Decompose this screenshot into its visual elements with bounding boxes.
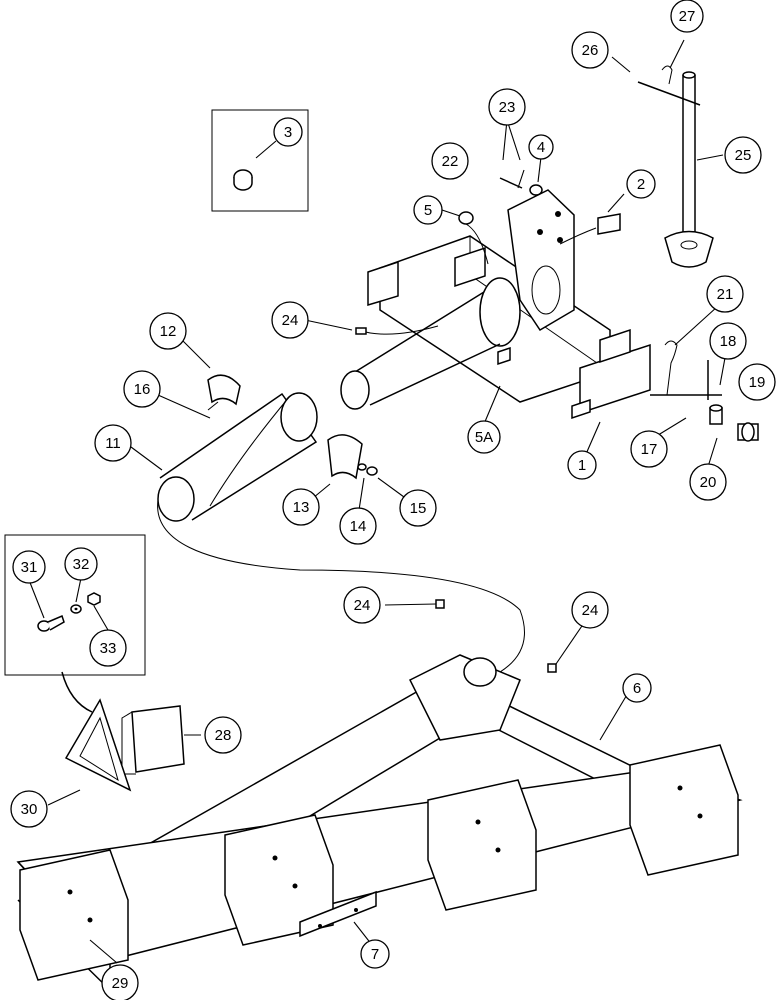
callout-25: 25	[724, 136, 762, 174]
callout-20: 20	[689, 463, 727, 501]
main-frame	[16, 599, 743, 991]
svg-text:5A: 5A	[475, 429, 493, 446]
svg-text:1: 1	[578, 457, 586, 474]
callout-24-top: 24	[271, 301, 309, 339]
callout-19: 19	[738, 363, 776, 401]
callout-14: 14	[339, 507, 377, 545]
svg-text:3: 3	[284, 124, 292, 141]
svg-text:19: 19	[749, 374, 766, 391]
svg-text:31: 31	[21, 559, 38, 576]
hitch-frame	[367, 177, 759, 442]
svg-text:4: 4	[537, 139, 545, 156]
leader-lines	[28, 39, 758, 964]
callout-15: 15	[399, 489, 437, 527]
svg-text:17: 17	[641, 441, 658, 458]
callout-2: 2	[626, 169, 656, 199]
callout-17: 17	[630, 430, 668, 468]
callout-5: 5	[413, 195, 443, 225]
svg-text:18: 18	[720, 333, 737, 350]
callout-7: 7	[360, 939, 390, 969]
svg-text:14: 14	[350, 518, 367, 535]
svg-text:5: 5	[424, 202, 432, 219]
callout-23: 23	[488, 88, 526, 126]
inset-box-hardware	[4, 534, 146, 676]
svg-text:24: 24	[582, 602, 599, 619]
callout-13: 13	[282, 488, 320, 526]
tongue-tube	[340, 291, 501, 410]
svg-text:26: 26	[582, 42, 599, 59]
callout-30: 30	[10, 790, 48, 828]
callout-12: 12	[149, 312, 187, 350]
svg-text:13: 13	[293, 499, 310, 516]
callout-29: 29	[101, 964, 139, 1000]
svg-text:29: 29	[112, 975, 129, 992]
callout-3: 3	[273, 117, 303, 147]
svg-text:16: 16	[134, 381, 151, 398]
callout-5a: 5A	[467, 420, 501, 454]
callout-6: 6	[622, 673, 652, 703]
callout-22: 22	[431, 142, 469, 180]
callout-18: 18	[709, 322, 747, 360]
callout-4: 4	[528, 134, 554, 160]
svg-text:27: 27	[679, 8, 696, 25]
svg-text:24: 24	[282, 312, 299, 329]
callout-31: 31	[12, 550, 46, 584]
svg-text:11: 11	[105, 435, 121, 452]
svg-text:22: 22	[442, 153, 459, 170]
svg-text:15: 15	[410, 500, 427, 517]
callout-24-right: 24	[571, 591, 609, 629]
svg-text:7: 7	[371, 946, 379, 963]
svg-text:28: 28	[215, 727, 232, 744]
svg-text:24: 24	[354, 597, 371, 614]
svg-text:2: 2	[637, 176, 645, 193]
callout-24-mid: 24	[343, 586, 381, 624]
callout-1: 1	[567, 450, 597, 480]
sleeve-tube	[157, 374, 525, 673]
callout-28: 28	[204, 716, 242, 754]
callout-26: 26	[571, 31, 609, 69]
svg-text:30: 30	[21, 801, 38, 818]
callout-11: 11	[94, 424, 132, 462]
callout-16: 16	[123, 370, 161, 408]
callout-21: 21	[706, 275, 744, 313]
callout-27: 27	[670, 0, 704, 33]
callout-33: 33	[89, 629, 127, 667]
svg-text:32: 32	[73, 556, 90, 573]
inset-box-cap	[211, 109, 309, 212]
jack-stand-post	[637, 65, 714, 268]
svg-text:12: 12	[160, 323, 177, 340]
svg-text:6: 6	[633, 680, 641, 697]
svg-text:20: 20	[700, 474, 717, 491]
callout-32: 32	[64, 547, 98, 581]
svg-text:25: 25	[735, 147, 752, 164]
svg-text:33: 33	[100, 640, 117, 657]
svg-text:23: 23	[499, 99, 516, 116]
svg-text:21: 21	[717, 286, 734, 303]
